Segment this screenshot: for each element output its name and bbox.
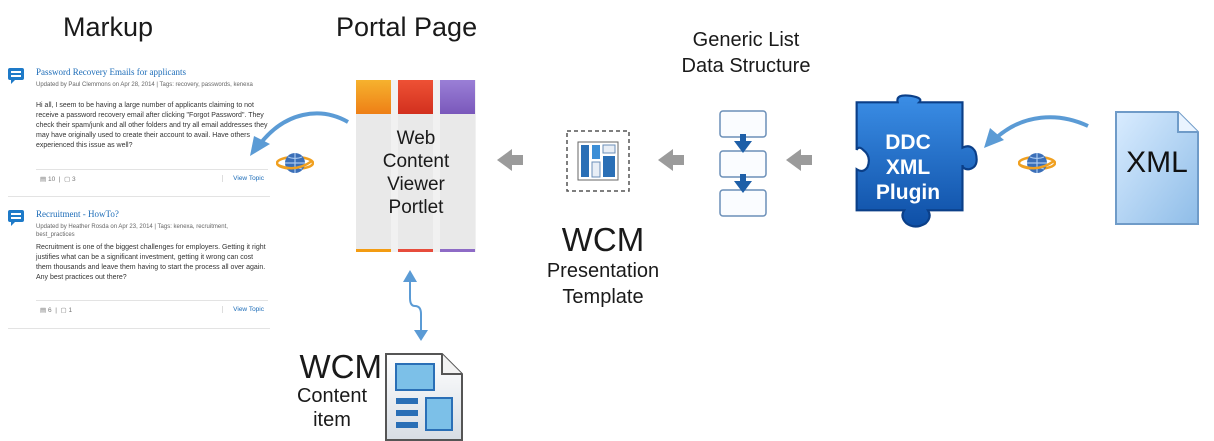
topic-footer: ▤ 10 | ▢ 3 View Topic bbox=[36, 169, 268, 184]
portlet-label-line: Web bbox=[396, 128, 436, 149]
portlet-column bbox=[440, 80, 475, 252]
portlet-label-line: Viewer bbox=[387, 174, 445, 195]
topic-title[interactable]: Password Recovery Emails for applicants bbox=[36, 67, 186, 77]
portlet-column bbox=[356, 80, 391, 252]
wcm-presentation-line: Template bbox=[562, 286, 644, 308]
reply-count: 10 bbox=[47, 176, 56, 183]
view-topic-link[interactable]: View Topic bbox=[222, 175, 264, 182]
topic-separator bbox=[8, 196, 270, 197]
wcm-content-label: WCM Content item bbox=[282, 350, 382, 432]
document-icon bbox=[1115, 111, 1199, 225]
generic-list-line1: Generic List bbox=[692, 29, 800, 51]
topic-item: Password Recovery Emails for applicants … bbox=[8, 67, 268, 188]
chat-bubble-icon bbox=[8, 210, 24, 226]
puzzle-piece-icon bbox=[855, 94, 978, 228]
view-count: 1 bbox=[68, 307, 73, 314]
markup-heading: Markup bbox=[63, 12, 154, 42]
list-structure-icon bbox=[719, 110, 767, 217]
markup-flow-arrow bbox=[250, 111, 349, 156]
generic-list-heading: Generic List Data Structure bbox=[648, 27, 844, 79]
flow-arrow bbox=[497, 149, 523, 171]
view-topic-link[interactable]: View Topic bbox=[222, 306, 264, 313]
portlet-label-line: Content bbox=[382, 151, 450, 172]
topic-body: Hi all, I seem to be having a large numb… bbox=[36, 102, 268, 149]
content-link-arrow bbox=[403, 270, 428, 341]
plugin-label-line: XML bbox=[885, 156, 931, 179]
wcm-content-line: item bbox=[313, 409, 351, 431]
plugin-label: DDC XML Plugin bbox=[858, 130, 958, 205]
reply-count: 6 bbox=[47, 307, 52, 314]
topic-separator bbox=[8, 328, 270, 329]
portlet-label-line: Portlet bbox=[388, 197, 444, 218]
topic-footer: ▤ 6 | ▢ 1 View Topic bbox=[36, 300, 268, 315]
web-content-viewer-portlet: Web Content Viewer Portlet bbox=[356, 80, 476, 252]
wcm-presentation-label: WCM Presentation Template bbox=[508, 222, 698, 310]
wcm-content-title: WCM bbox=[299, 348, 382, 385]
view-count: 3 bbox=[72, 176, 76, 183]
wcm-presentation-title: WCM bbox=[561, 221, 645, 258]
globe-icon bbox=[276, 153, 314, 173]
topic-counts: ▤ 10 | ▢ 3 bbox=[40, 176, 76, 183]
plugin-label-line: Plugin bbox=[875, 181, 941, 204]
topic-body: Recruitment is one of the biggest challe… bbox=[36, 244, 266, 281]
topic-title[interactable]: Recruitment - HowTo? bbox=[36, 209, 119, 219]
xml-doc-label: XML bbox=[1126, 146, 1188, 179]
topic-meta: Updated by Paul Clemmons on Apr 28, 2014… bbox=[36, 82, 253, 88]
chat-bubble-icon bbox=[8, 68, 24, 84]
xml-flow-arrow bbox=[984, 115, 1089, 148]
plugin-label-line: DDC bbox=[885, 131, 931, 154]
topic-meta: Updated by Heather Rosda on Apr 23, 2014… bbox=[36, 224, 228, 238]
topic-item: Recruitment - HowTo? Updated by Heather … bbox=[8, 209, 268, 330]
portal-page-heading: Portal Page bbox=[336, 12, 478, 42]
wcm-presentation-line: Presentation bbox=[546, 260, 660, 282]
content-item-icon bbox=[385, 353, 463, 441]
generic-list-line2: Data Structure bbox=[681, 55, 811, 77]
template-layout-icon bbox=[566, 130, 630, 192]
flow-arrow bbox=[658, 149, 684, 171]
flow-arrow bbox=[786, 149, 812, 171]
portlet-label: Web Content Viewer Portlet bbox=[356, 127, 476, 219]
wcm-content-line: Content bbox=[296, 385, 368, 407]
topic-counts: ▤ 6 | ▢ 1 bbox=[40, 307, 73, 314]
portlet-column bbox=[398, 80, 433, 252]
globe-icon bbox=[1018, 153, 1056, 173]
